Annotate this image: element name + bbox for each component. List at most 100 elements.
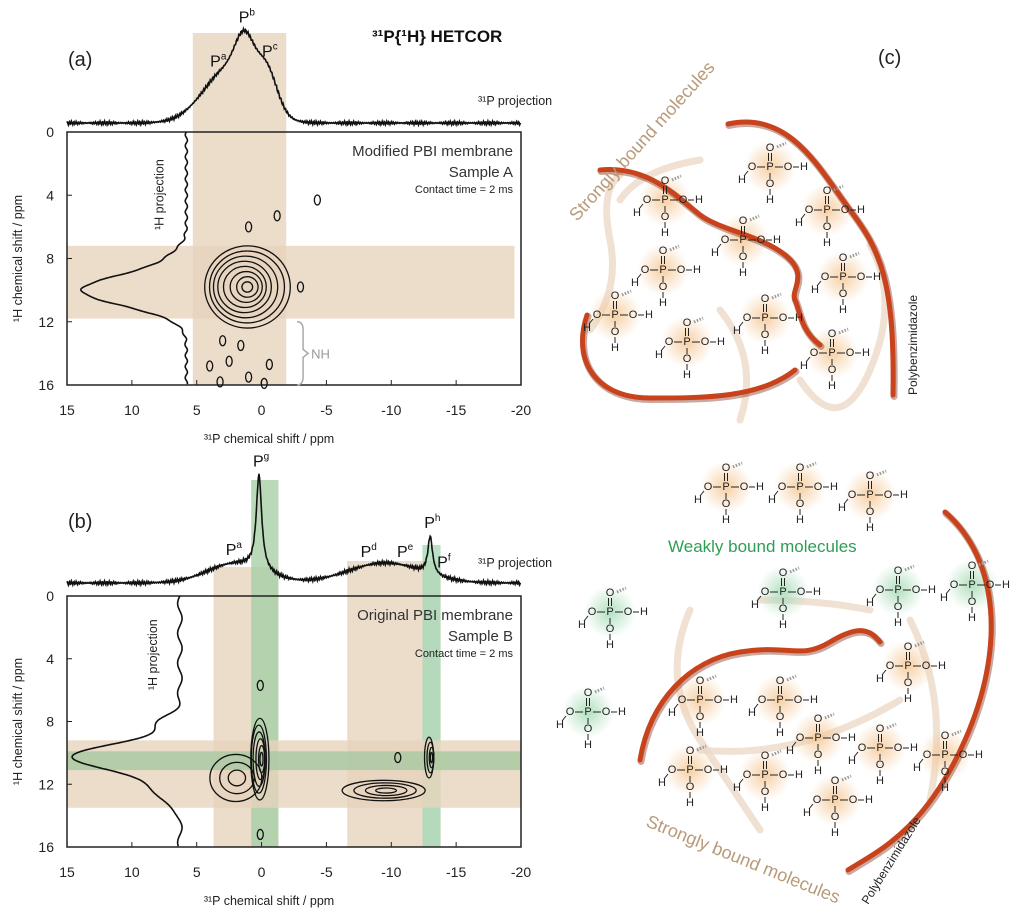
h1-projection-label: ¹H projection xyxy=(152,159,166,230)
hydrogen-atom: H xyxy=(814,765,822,777)
hydrogen-atom: H xyxy=(800,360,808,372)
hydrogen-atom: H xyxy=(633,207,641,219)
oxygen-atom: O xyxy=(941,730,950,742)
oxygen-atom: O xyxy=(641,264,650,276)
weakly-bound-label: Weakly bound molecules xyxy=(668,537,857,556)
oxygen-atom: O xyxy=(721,234,730,246)
p31-projection-label: ³¹P projection xyxy=(478,556,552,570)
phosphorus-atom: P xyxy=(606,606,613,618)
hydrogen-atom: H xyxy=(733,325,741,337)
phosphorus-atom: P xyxy=(779,586,786,598)
oxygen-atom: O xyxy=(876,723,885,735)
phosphorus-atom: P xyxy=(761,769,768,781)
oxygen-atom: O xyxy=(677,264,686,276)
peak-label-letter: P xyxy=(210,54,221,71)
hydrogen-atom: H xyxy=(876,775,884,787)
oxygen-atom: O xyxy=(904,641,913,653)
p31-projection-trace xyxy=(66,473,522,588)
phosphorus-atom: P xyxy=(823,204,830,216)
strongly-bound-label-bottom: Strongly bound molecules xyxy=(644,811,844,907)
weak-bond-glow xyxy=(757,566,809,618)
sample-name: Sample A xyxy=(449,164,513,181)
peak-label-superscript: b xyxy=(249,8,255,19)
hydrogen-atom: H xyxy=(848,732,856,744)
weak-bond-glow xyxy=(562,686,614,738)
hydrogen-atom: H xyxy=(748,707,756,719)
strong-bond-glow xyxy=(639,174,691,226)
x-tick-label: -20 xyxy=(511,402,531,418)
peak-label-superscript: f xyxy=(448,553,451,564)
x-axis-label: ³¹P chemical shift / ppm xyxy=(204,432,334,446)
oxygen-atom: O xyxy=(739,215,748,227)
y-tick-label: 4 xyxy=(46,187,54,203)
contour-line xyxy=(209,753,263,803)
strong-bond-glow xyxy=(754,674,806,726)
oxygen-atom: O xyxy=(779,603,788,615)
hydrogen-atom: H xyxy=(876,673,884,685)
phosphorus-atom: P xyxy=(683,336,690,348)
hydrogen-atom: H xyxy=(830,481,838,493)
contour-signal xyxy=(256,679,264,692)
polybenzimidazole-chain xyxy=(845,509,994,873)
oxygen-atom: O xyxy=(968,596,977,608)
bond xyxy=(673,703,679,710)
oxygen-atom: O xyxy=(814,481,823,493)
peak-label: Pd xyxy=(361,542,377,561)
contour-signal xyxy=(394,751,402,764)
oxygen-atom: O xyxy=(941,766,950,778)
p31-projection-label: ³¹P projection xyxy=(478,94,552,108)
phosphorus-atom: P xyxy=(866,489,873,501)
polybenzimidazole-chain xyxy=(637,628,883,763)
oxygen-atom: O xyxy=(722,498,731,510)
y-tick-label: 0 xyxy=(46,124,54,140)
contour-signal xyxy=(313,194,321,206)
molecule-glows xyxy=(562,141,998,826)
x-tick-label: 15 xyxy=(59,864,75,880)
peak-label-letter: P xyxy=(239,10,250,27)
background-strand xyxy=(716,306,751,424)
oxygen-atom: O xyxy=(846,347,855,359)
oxygen-atom: O xyxy=(968,560,977,572)
panel-label-c: (c) xyxy=(878,47,901,69)
phosphorus-atom: P xyxy=(766,161,773,173)
strong-bond-glow xyxy=(664,744,716,796)
bond xyxy=(791,741,797,748)
contour-line xyxy=(208,250,286,324)
hydrogen-atom: H xyxy=(857,204,865,216)
hydrogen-atom: H xyxy=(928,584,936,596)
oxygen-atom: O xyxy=(814,749,823,761)
peak-label-letter: P xyxy=(361,544,372,561)
contour-signal xyxy=(296,281,305,293)
hydrogen-atom: H xyxy=(776,727,784,739)
hydrogen-atom: H xyxy=(848,755,856,767)
oxygen-atom: O xyxy=(821,271,830,283)
x-tick-label: 5 xyxy=(193,402,201,418)
hydrogen-atom: H xyxy=(968,612,976,624)
background-strand xyxy=(673,606,764,834)
oxygen-atom: O xyxy=(606,587,615,599)
peak-label: Pc xyxy=(262,42,278,61)
oxygen-atom: O xyxy=(779,769,788,781)
oxygen-atom: O xyxy=(593,309,602,321)
oxygen-atom: O xyxy=(743,769,752,781)
hydrogen-atom: H xyxy=(738,174,746,186)
oxygen-atom: O xyxy=(886,660,895,672)
oxygen-atom: O xyxy=(761,329,770,341)
phosphorus-atom: P xyxy=(814,732,821,744)
phosphorus-atom: P xyxy=(696,694,703,706)
bond xyxy=(800,213,806,220)
hydrogen-atom: H xyxy=(739,267,747,279)
phosphorus-atom: P xyxy=(894,584,901,596)
strong-bond-glow xyxy=(661,316,713,368)
oxygen-atom: O xyxy=(912,584,921,596)
oxygen-atom: O xyxy=(602,706,611,718)
oxygen-atom: O xyxy=(866,470,875,482)
peak-label: Ph xyxy=(424,513,440,532)
